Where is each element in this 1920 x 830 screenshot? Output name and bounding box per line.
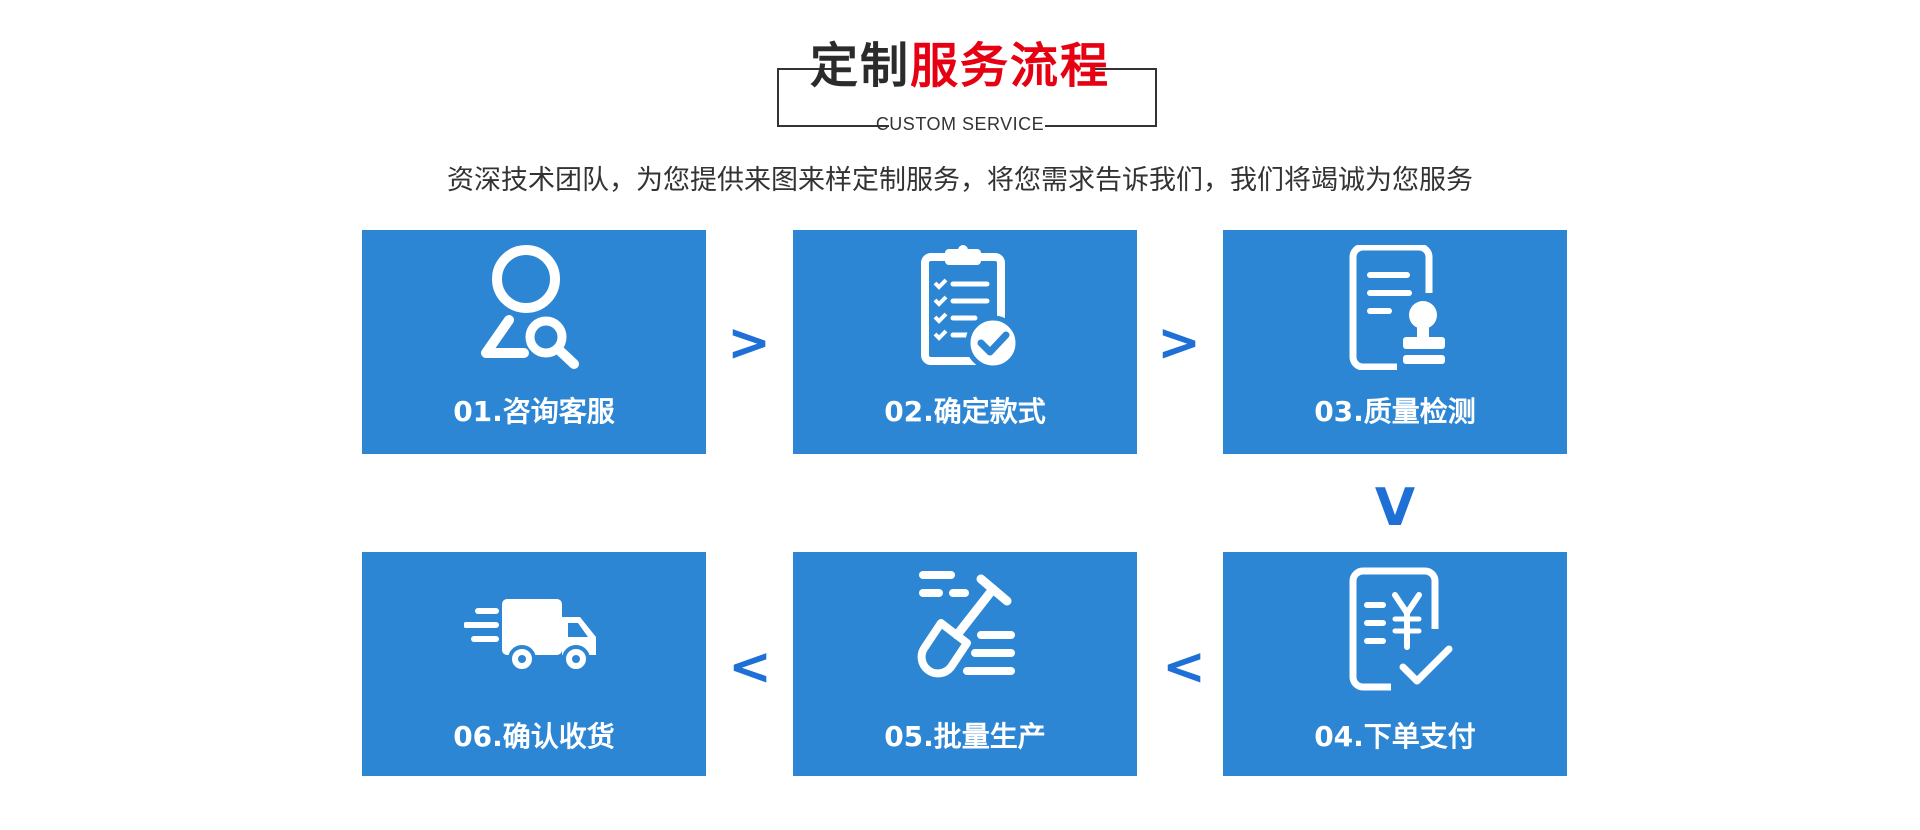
document-stamp-icon (1223, 230, 1567, 385)
arrow-left-2: < (728, 637, 772, 697)
section-title: 定制服务流程 (0, 34, 1920, 98)
step-card-4: 04.下单支付 (1223, 552, 1567, 776)
step-card-3: 03.质量检测 (1223, 230, 1567, 454)
step-card-5: 05.批量生产 (793, 552, 1137, 776)
clipboard-check-icon (793, 230, 1137, 385)
delivery-truck-icon (362, 552, 706, 707)
arrow-down: V (1374, 478, 1416, 538)
step-label: 04.下单支付 (1314, 720, 1476, 753)
section-tagline: 资深技术团队，为您提供来图来样定制服务，将您需求告诉我们，我们将竭诚为您服务 (447, 165, 1473, 196)
title-bracket-frame (777, 68, 1157, 133)
user-search-icon (362, 230, 706, 385)
title-accent-part: 服务流程 (910, 38, 1111, 94)
section-subtitle: CUSTOM SERVICE (875, 114, 1045, 134)
shovel-tools-icon (793, 552, 1137, 707)
step-label: 02.确定款式 (884, 395, 1046, 428)
step-label: 06.确认收货 (453, 720, 615, 753)
step-label: 01.咨询客服 (453, 395, 615, 428)
step-card-1: 01.咨询客服 (362, 230, 706, 454)
step-card-2: 02.确定款式 (793, 230, 1137, 454)
step-label: 03.质量检测 (1314, 395, 1476, 428)
title-dark-part: 定制 (809, 38, 910, 94)
yen-bill-icon (1223, 552, 1567, 707)
step-label: 05.批量生产 (884, 720, 1046, 753)
arrow-right-2: > (1157, 313, 1201, 373)
arrow-right-1: > (727, 313, 771, 373)
step-card-6: 06.确认收货 (362, 552, 706, 776)
arrow-left-1: < (1162, 637, 1206, 697)
